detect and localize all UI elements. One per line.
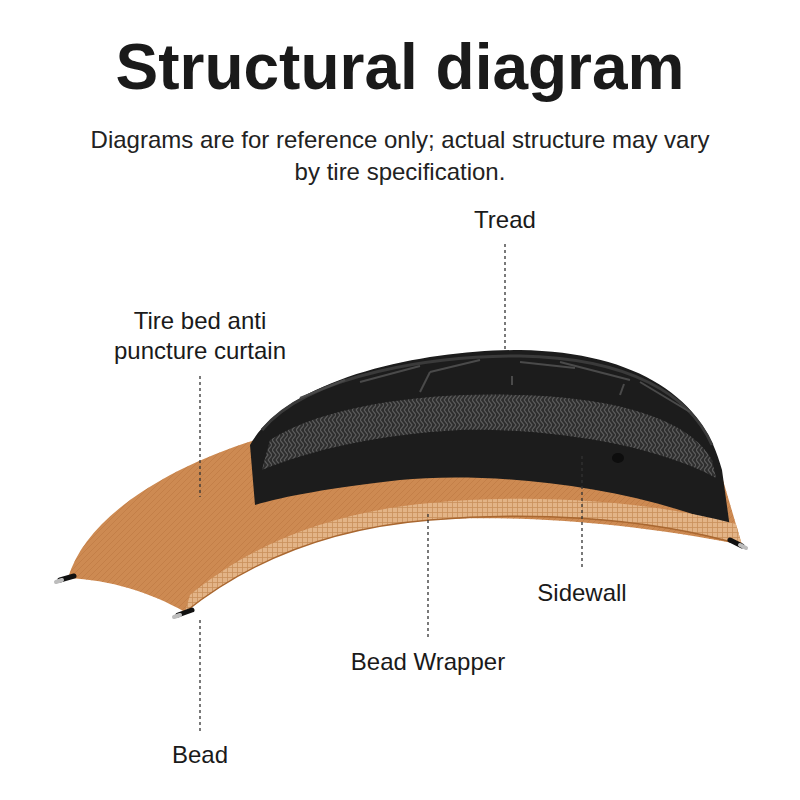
sidewall-dot bbox=[612, 453, 624, 463]
part-label: Sidewall bbox=[492, 578, 672, 608]
part-label: Bead Wrapper bbox=[308, 647, 548, 677]
caption: Diagrams are for reference only; actual … bbox=[80, 124, 720, 189]
bead-wires bbox=[56, 540, 746, 617]
sidewall-band bbox=[262, 395, 716, 478]
title: Structural diagram bbox=[10, 32, 790, 102]
part-label: Tread bbox=[425, 205, 585, 235]
bead-wrapper bbox=[185, 499, 742, 612]
casing-front-edge bbox=[185, 516, 742, 612]
sidewall-chevrons bbox=[262, 395, 716, 478]
part-label: Tire bed anti puncture curtain bbox=[85, 306, 315, 366]
part-label: Bead bbox=[130, 740, 270, 770]
